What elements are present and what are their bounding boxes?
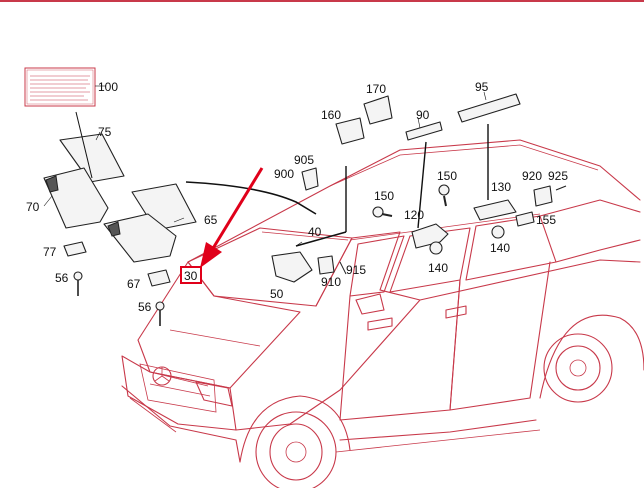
part-bracket-170 — [363, 95, 393, 125]
part-lamp-50 — [271, 251, 313, 283]
label-155: 155 — [536, 213, 556, 227]
label-170: 170 — [366, 82, 386, 96]
label-56-right: 56 — [138, 300, 152, 314]
part-grab-handle-120 — [411, 223, 449, 249]
label-40: 40 — [308, 225, 322, 239]
part-screw-56-left — [73, 271, 83, 296]
label-140-right: 140 — [490, 241, 510, 255]
label-56-left: 56 — [55, 271, 69, 285]
part-bracket-160 — [335, 117, 365, 145]
label-915: 915 — [346, 263, 366, 277]
label-100: 100 — [98, 80, 118, 94]
part-rail-90 — [405, 121, 443, 141]
part-rail-95 — [457, 93, 521, 123]
part-bulb-910 — [317, 255, 335, 275]
part-clip-67 — [147, 269, 171, 287]
label-920: 920 — [522, 169, 542, 183]
part-cap-140-left — [429, 241, 443, 255]
part-cable-65 — [185, 181, 317, 215]
label-160: 160 — [321, 108, 341, 122]
part-lamp-920 — [533, 185, 553, 207]
label-925: 925 — [548, 169, 568, 183]
label-900: 900 — [274, 167, 294, 181]
label-67: 67 — [127, 277, 141, 291]
label-65: 65 — [204, 213, 218, 227]
red-arrow — [200, 167, 264, 268]
part-bolt-150-left — [372, 206, 393, 218]
label-90: 90 — [416, 108, 430, 122]
label-910: 910 — [321, 275, 341, 289]
label-50: 50 — [270, 287, 284, 301]
part-connector-905 — [301, 167, 319, 191]
part-cap-140-right — [491, 225, 505, 239]
leader-lines — [43, 85, 487, 247]
label-95: 95 — [475, 80, 489, 94]
label-130: 130 — [491, 180, 511, 194]
callout-box — [180, 266, 202, 284]
part-sun-visor-left — [43, 111, 125, 229]
label-120: 120 — [404, 208, 424, 222]
part-sun-visor-right — [103, 183, 197, 263]
label-77: 77 — [43, 245, 57, 259]
label-callout: 30 — [184, 269, 198, 283]
part-warning-label — [24, 67, 96, 107]
label-140-left: 140 — [428, 261, 448, 275]
part-bolt-150-right — [438, 184, 450, 207]
part-cable-40 — [295, 231, 347, 247]
part-grab-handle-130 — [473, 199, 517, 221]
label-905: 905 — [294, 153, 314, 167]
label-150-left: 150 — [374, 189, 394, 203]
label-150-right: 150 — [437, 169, 457, 183]
part-screw-56-right — [155, 301, 165, 326]
label-75: 75 — [98, 125, 112, 139]
vehicle-outline — [121, 139, 644, 488]
label-70: 70 — [26, 200, 40, 214]
part-bulb-155 — [515, 211, 535, 227]
part-clip-77 — [63, 241, 87, 257]
